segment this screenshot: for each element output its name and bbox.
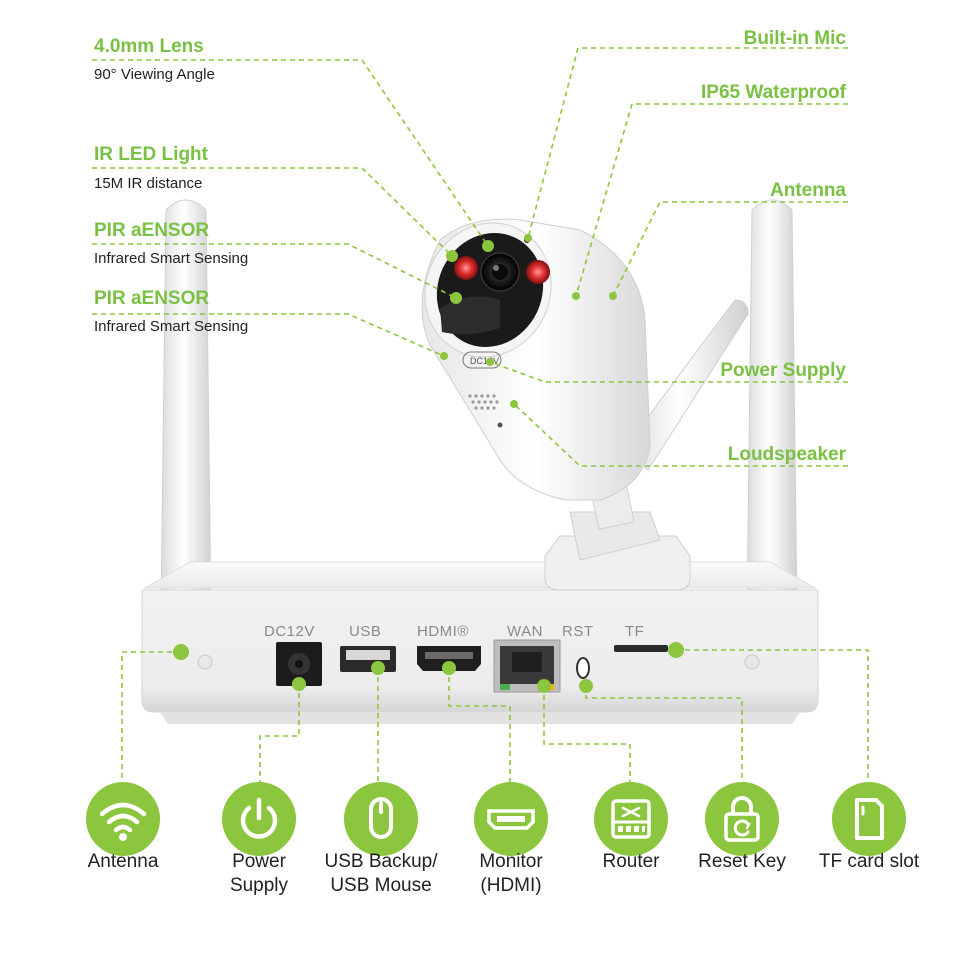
mouse-icon xyxy=(369,797,393,839)
caption-tf-line1: TF card slot xyxy=(818,851,920,872)
caption-reset: Reset Key xyxy=(682,850,802,874)
callout-waterproof-title: IP65 Waterproof xyxy=(701,82,846,103)
caption-usb-line2: USB Mouse xyxy=(330,875,432,896)
caption-router-line1: Router xyxy=(602,851,660,872)
leader-lines xyxy=(92,47,869,782)
router-feature-circle xyxy=(594,782,668,856)
caption-router: Router xyxy=(571,850,691,874)
caption-power-line1: Power xyxy=(232,851,286,872)
caption-usb: USB Backup/ USB Mouse xyxy=(311,850,451,898)
caption-antenna: Antenna xyxy=(63,850,183,874)
caption-power-line2: Supply xyxy=(229,875,289,896)
callout-pir2-detail: Infrared Smart Sensing xyxy=(94,318,249,335)
reset-icon xyxy=(724,796,760,842)
leader-dots xyxy=(173,234,684,693)
hdmi-icon xyxy=(487,809,535,830)
tf-slot xyxy=(614,645,668,652)
tf-feature-circle xyxy=(832,782,906,856)
caption-hdmi-line2: (HDMI) xyxy=(480,875,542,896)
caption-usb-line1: USB Backup/ xyxy=(324,851,438,872)
callout-ir-title: IR LED Light xyxy=(94,144,208,165)
callout-lens-title: 4.0mm Lens xyxy=(94,36,204,57)
usb-feature-circle xyxy=(344,782,418,856)
camera-body: DC12V xyxy=(421,218,651,501)
port-label-usb: USB xyxy=(349,623,381,640)
hdmi-port xyxy=(417,646,481,671)
callout-antenna-title: Antenna xyxy=(770,180,846,201)
port-label-hdmi: HDMI® xyxy=(417,623,469,640)
caption-power: Power Supply xyxy=(199,850,319,898)
callout-pir2-title: PIR aENSOR xyxy=(94,288,210,309)
callout-pir1-title: PIR aENSOR xyxy=(94,220,210,241)
caption-hdmi: Monitor (HDMI) xyxy=(451,850,571,898)
callout-ir-detail: 15M IR distance xyxy=(94,175,203,192)
caption-tf: TF card slot xyxy=(804,850,934,874)
caption-reset-line1: Reset Key xyxy=(698,851,786,872)
callout-lens-detail: 90° Viewing Angle xyxy=(94,66,215,83)
caption-hdmi-line1: Monitor xyxy=(479,851,543,872)
usb-port xyxy=(340,646,396,672)
antenna-feature-circle xyxy=(86,782,160,856)
callout-mic-title: Built-in Mic xyxy=(743,28,846,49)
camera-dc-print: DC12V xyxy=(470,356,499,366)
router-icon xyxy=(611,799,651,839)
callout-power-title: Power Supply xyxy=(720,360,846,381)
dc-port xyxy=(276,642,322,686)
callout-speaker-title: Loudspeaker xyxy=(727,444,846,465)
caption-antenna-line1: Antenna xyxy=(87,851,159,872)
port-label-rst: RST xyxy=(562,623,594,640)
power-icon xyxy=(240,797,278,839)
nvr-body xyxy=(141,561,819,724)
power-feature-circle xyxy=(222,782,296,856)
port-label-wan: WAN xyxy=(507,623,543,640)
port-label-dc: DC12V xyxy=(264,623,315,640)
reset-feature-circle xyxy=(705,782,779,856)
port-label-tf: TF xyxy=(625,623,644,640)
rst-hole xyxy=(576,657,590,679)
camera-mount xyxy=(544,478,691,591)
hdmi-feature-circle xyxy=(474,782,548,856)
wifi-icon xyxy=(99,802,147,841)
callout-pir1-detail: Infrared Smart Sensing xyxy=(94,250,249,267)
sdcard-icon xyxy=(855,798,884,840)
